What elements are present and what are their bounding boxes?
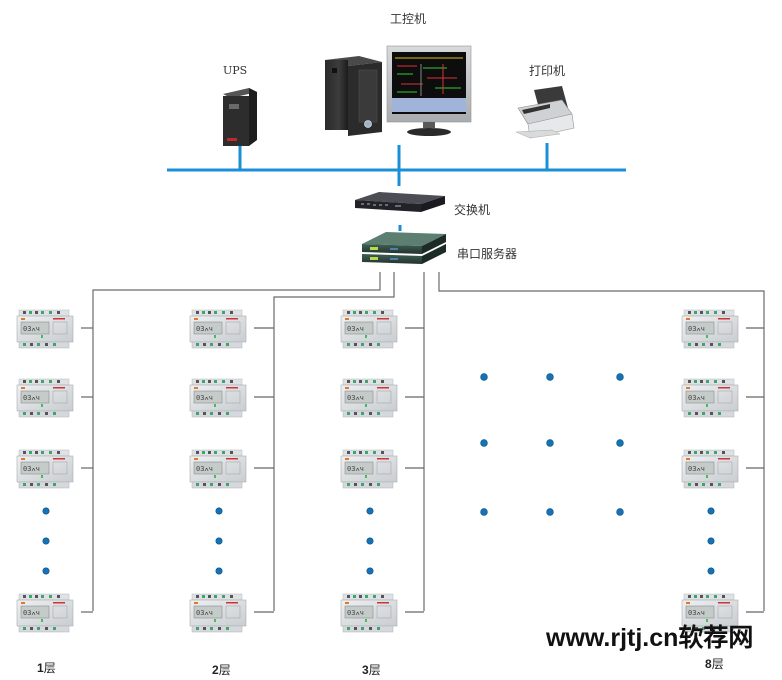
ellipsis-dot [215,507,223,515]
floor-1-meter-column [16,309,93,633]
omitted-floors-indicator [480,373,624,516]
omitted-floor-dot [546,439,554,447]
printer-icon [515,86,575,139]
ellipsis-dot [707,537,715,545]
ellipsis-dot [707,567,715,575]
energy-meter-icon [681,378,739,418]
floor-label-1: 1层 [37,659,56,676]
energy-meter-icon [340,378,398,418]
ellipsis-dot [42,507,50,515]
floor-number: 1 [37,661,44,675]
floor-label-8: 8层 [705,655,724,672]
omitted-floor-dot [546,373,554,381]
energy-meter-icon [681,309,739,349]
printer-label: 打印机 [529,64,566,78]
floor-number: 8 [705,657,712,671]
ellipsis-dot [42,567,50,575]
serial-server-icon [362,232,446,264]
omitted-floor-dot [616,439,624,447]
floor-1-trunk-line [92,272,381,611]
ellipsis-dot [42,537,50,545]
energy-meter-icon [340,309,398,349]
energy-meter-icon [189,309,247,349]
ellipsis-dot [215,567,223,575]
energy-meter-icon [189,449,247,489]
ellipsis-dot [366,507,374,515]
floor-3-meter-column [340,309,424,633]
industrial-pc-icon [325,45,472,136]
floor-8-meter-column [681,309,764,633]
ups-label: UPS [223,64,248,77]
omitted-floor-dot [616,373,624,381]
floor-label-3: 3层 [362,661,381,678]
floor-2-meter-column [189,309,274,633]
omitted-floor-dot [480,508,488,516]
energy-meter-icon [189,378,247,418]
floor-suffix: 层 [711,657,724,671]
meter-columns [16,309,764,633]
serial-server-label: 串口服务器 [457,247,518,261]
ups-icon [223,88,257,146]
omitted-floor-dot [616,508,624,516]
floor-label-2: 2层 [212,661,231,678]
floor-suffix: 层 [43,661,56,675]
watermark-text: www.rjtj.cn软荐网 [546,624,754,652]
floor-number: 3 [362,663,369,677]
omitted-floor-dot [480,439,488,447]
energy-meter-icon [16,309,74,349]
energy-meter-icon [340,593,398,633]
lan-bus [167,143,626,231]
energy-meter-icon [340,449,398,489]
ellipsis-dot [366,567,374,575]
energy-meter-icon [16,449,74,489]
ellipsis-dot [707,507,715,515]
omitted-floor-dot [546,508,554,516]
ipc-label: 工控机 [390,12,427,26]
omitted-floor-dot [480,373,488,381]
energy-meter-icon [681,449,739,489]
floor-suffix: 层 [368,663,381,677]
floor-8-trunk-line [438,272,765,611]
energy-meter-icon [16,378,74,418]
switch-label: 交换机 [454,203,491,217]
ellipsis-dot [215,537,223,545]
ellipsis-dot [366,537,374,545]
floor-number: 2 [212,663,219,677]
floor-2-trunk-line [273,272,395,611]
energy-meter-icon [189,593,247,633]
network-switch-icon [355,192,445,212]
energy-meter-icon [16,593,74,633]
floor-suffix: 层 [218,663,231,677]
